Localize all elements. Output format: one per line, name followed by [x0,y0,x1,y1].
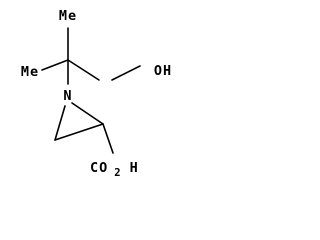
bond-ring-c1-cooh [102,123,114,154]
bond-ch2-oh [111,65,141,81]
bond-c-me-left [41,59,69,71]
bond-n-ring-c2 [54,105,66,141]
bond-ring-c1-c2 [54,123,104,141]
bond-n-ring-c1 [71,102,104,125]
carboxyl-co-label: CO [90,160,108,176]
chemical-structure: Me Me OH N CO 2 H [21,8,172,180]
nitrogen-label: N [63,88,72,104]
methyl-label-top: Me [59,8,77,24]
carboxyl-subscript: 2 [114,167,121,179]
carboxylic-acid-label: CO 2 H [90,159,139,180]
hydroxyl-label: OH [154,63,172,79]
bond-c-ch2 [67,59,100,81]
carboxyl-h-label: H [130,160,139,176]
methyl-label-left: Me [21,64,39,80]
